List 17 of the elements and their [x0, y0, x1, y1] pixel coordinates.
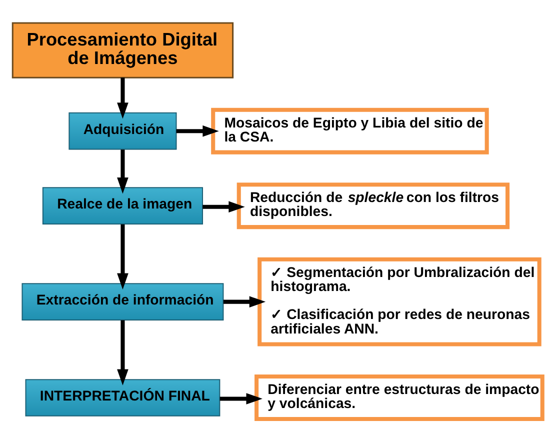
node-box: Reducción de spleckle con los filtros disponibles.: [236, 182, 510, 230]
node-box: Procesamiento Digital de Imágenes: [12, 22, 234, 78]
node-box: ✓ Segmentación por Umbralización del histograma. ✓ Clasificación por redes de neuronas artificiales ANN.: [258, 257, 542, 346]
arrow: [202, 201, 245, 213]
node-box: Extracción de información: [22, 283, 224, 320]
node-box: INTERPRETACIÓN FINAL: [25, 379, 220, 416]
node-box: Diferenciar entre estructuras de impacto y volcánicas.: [254, 374, 544, 421]
arrow: [220, 393, 262, 404]
arrow: [117, 150, 128, 194]
arrow: [117, 224, 128, 290]
arrow: [117, 320, 128, 386]
node-box: Realce de la imagen: [42, 187, 204, 225]
node-box: Mosaicos de Egipto y Libia del sitio de la CSA.: [211, 108, 489, 154]
node-box: Adquisición: [68, 112, 177, 150]
arrow: [117, 78, 128, 119]
arrow: [223, 296, 266, 308]
arrow: [176, 125, 219, 137]
